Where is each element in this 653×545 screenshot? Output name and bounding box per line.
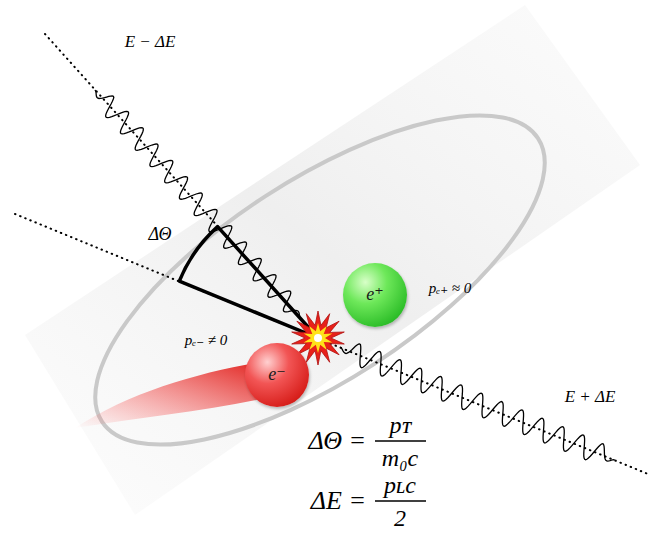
fraction-bar [375,500,426,501]
angle-label: ΔΘ [148,225,171,245]
orbit-ring [47,55,592,506]
formula-numerator: pʟc [384,472,416,498]
photon-energy: E − ΔE [125,33,176,52]
collision-flash [304,323,333,353]
formula-numerator: pᴛ [389,412,410,438]
formula-text: ΔΘ = [308,427,366,456]
particle-circle: e⁺pₑ₊ ≈ 0 [343,263,407,327]
formula-text: ΔE = [311,487,366,516]
photon-wave [340,344,615,461]
collision-core [314,334,322,342]
photon-energy: E + ΔE [565,388,616,407]
particle-symbol: e⁺ [366,285,384,305]
momentum-label: pₑ₊ ≈ 0 [429,280,472,297]
orbit-plane [25,5,640,515]
formula-denominator: 2 [394,505,406,531]
particle-symbol: e⁻ [268,365,286,385]
motion-trail [75,362,266,428]
formula-denominator: m₀c [382,445,418,471]
reference-axis [15,214,648,474]
particle-circle: e⁻pₑ₋ ≠ 0 [245,343,309,407]
momentum-label: pₑ₋ ≠ 0 [185,332,228,349]
fraction-bar [375,440,426,441]
photon-axis [45,34,318,338]
